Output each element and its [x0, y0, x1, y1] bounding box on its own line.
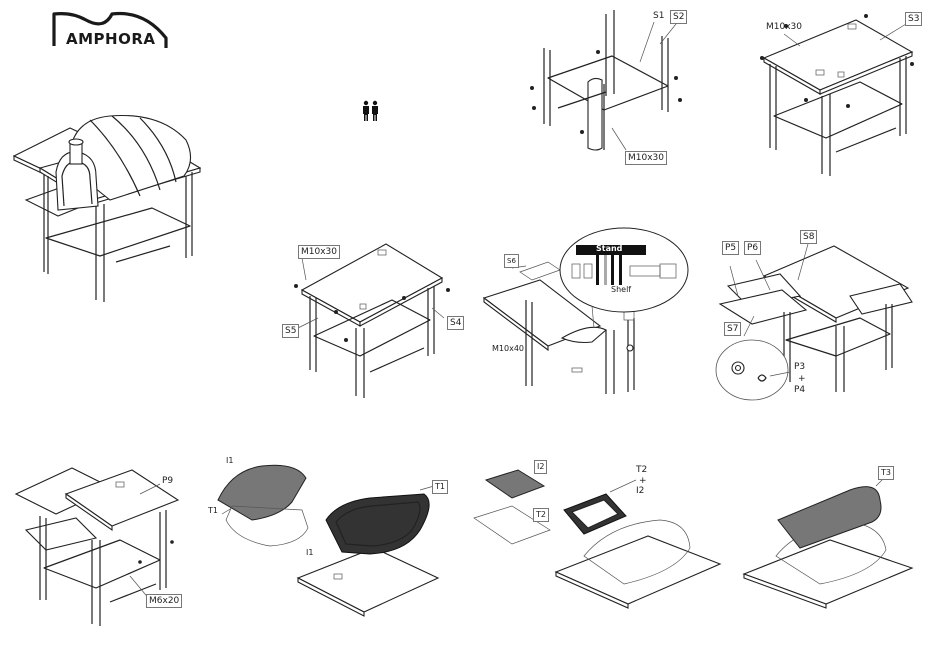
step-9-part-t3: T3: [878, 466, 894, 480]
